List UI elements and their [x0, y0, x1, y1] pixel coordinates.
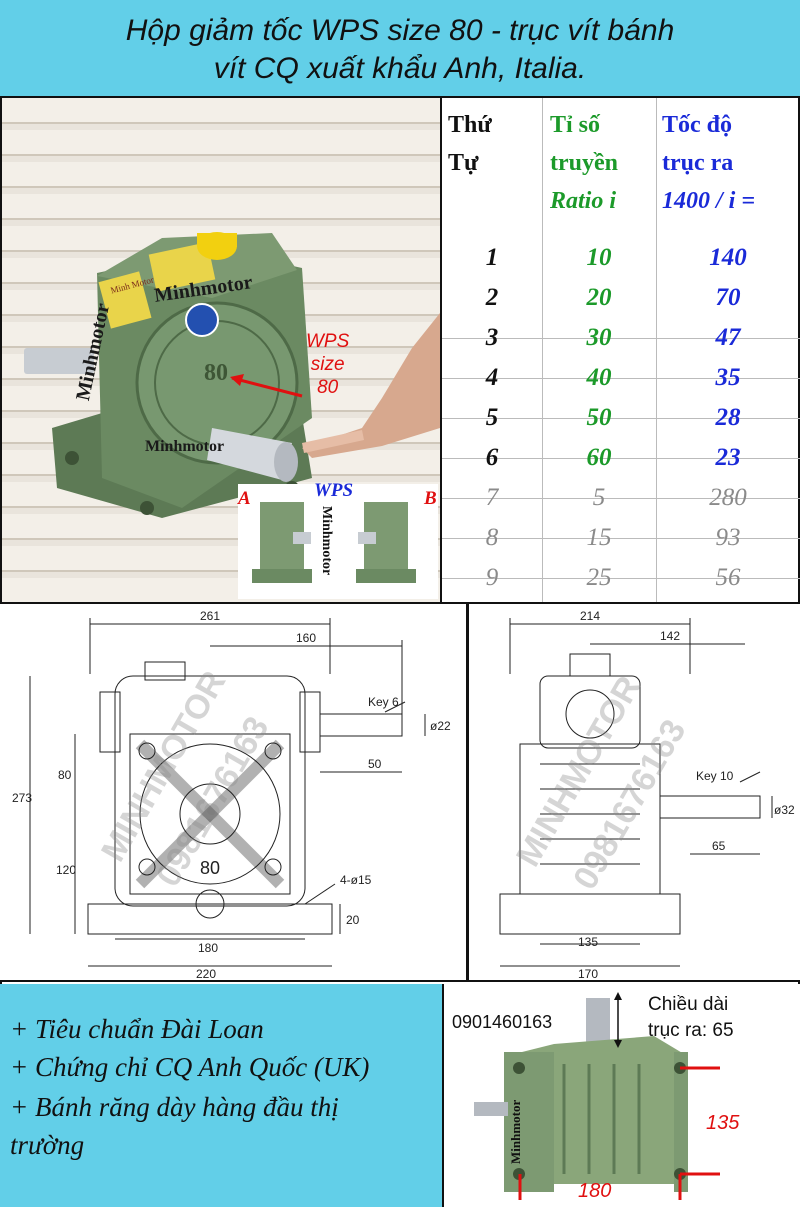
dim-key6: Key 6	[368, 695, 399, 709]
table-cell-speed: 70	[715, 284, 741, 311]
inset-b-label: B	[424, 488, 437, 509]
phone-number: 0901460163	[452, 1012, 553, 1032]
dim-214: 214	[580, 609, 600, 623]
dim-220: 220	[196, 967, 216, 981]
table-cell-ratio: 40	[586, 364, 612, 391]
table-cell-index: 4	[485, 364, 499, 391]
title-line-1: Hộp giảm tốc WPS size 80 - trục vít bánh	[125, 14, 675, 47]
feature-item: + Chứng chỉ CQ Anh Quốc (UK)	[10, 1052, 370, 1082]
dim-170: 170	[578, 967, 598, 981]
wps-size-callout: WPS size 80	[306, 331, 350, 398]
table-cell-index: 5	[485, 404, 499, 431]
table-cell-ratio: 50	[586, 404, 612, 431]
table-cell-speed: 35	[715, 364, 741, 391]
table-cell-ratio: 25	[586, 564, 612, 591]
inset-a-label: A	[238, 488, 251, 509]
table-cell-speed: 56	[715, 564, 741, 591]
dim-135-red: 135	[706, 1112, 740, 1134]
dim-phi32: ø32	[774, 803, 795, 817]
product-photo: Minhmotor Minhmotor Minhmotor Minh Motor…	[2, 98, 440, 602]
table-cell-speed: 140	[709, 244, 747, 271]
feature-item: trường	[10, 1130, 85, 1160]
drawing-center-number: 80	[200, 858, 220, 878]
shaft-length-label: Chiều dài trục ra: 65	[648, 994, 734, 1041]
table-cell-speed: 28	[715, 404, 741, 431]
inset-wps-label: WPS	[314, 480, 354, 501]
dim-65: 65	[712, 839, 726, 853]
table-cell-index: 3	[485, 324, 499, 351]
table-cell-speed: 93	[715, 524, 741, 551]
feature-item: + Tiêu chuẩn Đài Loan	[10, 1014, 264, 1044]
technical-drawings: 261 160 Key 6 ø22 50 273 80 120 4-ø15 20…	[0, 602, 800, 982]
table-cell-index: 7	[485, 484, 499, 511]
feature-item: + Bánh răng dày hàng đầu thị	[10, 1092, 339, 1122]
inset-brand: Minhmotor	[319, 506, 334, 576]
dim-142: 142	[660, 629, 680, 643]
table-cell-index: 1	[485, 244, 499, 271]
dim-180-red: 180	[578, 1180, 612, 1202]
dim-80: 80	[58, 768, 72, 782]
table-cell-index: 9	[485, 564, 499, 591]
dim-273: 273	[12, 791, 32, 805]
table-cell-index: 8	[485, 524, 499, 551]
title-line-2: vít CQ xuất khẩu Anh, Italia.	[213, 52, 587, 85]
table-cell-index: 2	[485, 284, 499, 311]
dim-180: 180	[198, 941, 218, 955]
table-cell-ratio: 20	[586, 284, 612, 311]
dim-160: 160	[296, 631, 316, 645]
dim-120: 120	[56, 863, 76, 877]
product-photo-2: 0901460163 Chiều dài trục ra: 65 135 180…	[444, 984, 800, 1207]
drawing-right	[499, 618, 773, 967]
brand-label-body: Minhmotor	[145, 438, 225, 455]
drawings-divider	[466, 602, 469, 982]
dim-key10: Key 10	[696, 769, 734, 783]
dim-135: 135	[578, 935, 598, 949]
table-cell-index: 6	[485, 444, 499, 471]
table-cell-speed: 280	[709, 484, 747, 511]
table-cell-ratio: 15	[586, 524, 612, 551]
dim-20: 20	[346, 913, 360, 927]
table-cell-speed: 47	[715, 324, 741, 351]
drawing-left	[29, 618, 426, 967]
dim-50: 50	[368, 757, 382, 771]
cast-number: 80	[204, 360, 228, 386]
table-cell-ratio: 30	[586, 324, 612, 351]
table-cell-ratio: 5	[592, 484, 606, 511]
brand-label-vertical: Minhmotor	[508, 1099, 523, 1164]
dim-holes: 4-ø15	[340, 873, 372, 887]
dim-phi22: ø22	[430, 719, 451, 733]
features-panel: + Tiêu chuẩn Đài Loan + Chứng chỉ CQ Anh…	[0, 984, 444, 1207]
table-cell-ratio: 10	[586, 244, 612, 271]
table-cell-speed: 23	[715, 444, 741, 471]
header-banner: Hộp giảm tốc WPS size 80 - trục vít bánh…	[0, 0, 800, 98]
inset-variants: WPS A B Minhmotor	[238, 480, 438, 599]
table-cell-ratio: 60	[586, 444, 612, 471]
dim-261: 261	[200, 609, 220, 623]
gearbox-illustration	[24, 232, 440, 518]
